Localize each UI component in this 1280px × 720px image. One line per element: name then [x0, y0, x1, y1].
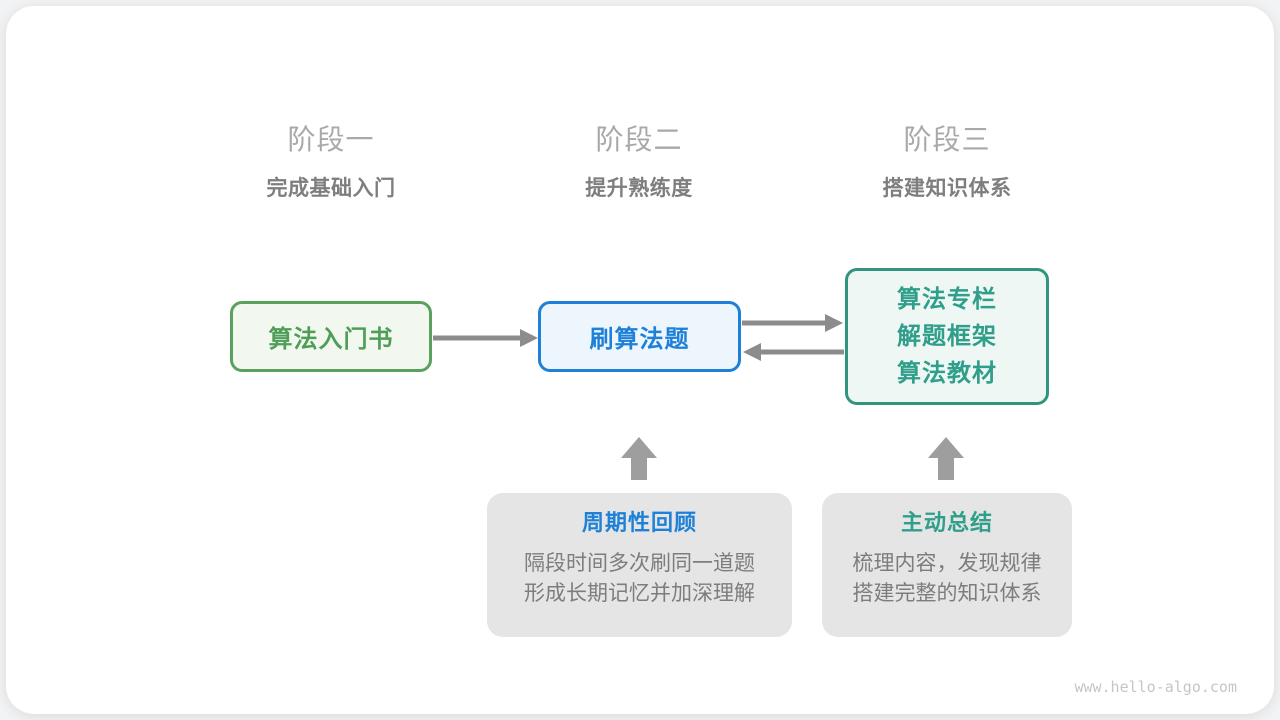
note-active-summary-body-line-2: 搭建完整的知识体系: [852, 582, 1042, 605]
stage3-subtitle: 搭建知识体系: [882, 177, 1012, 200]
node-intro-book: 算法入门书: [230, 301, 432, 372]
stage2-label: 阶段二: [595, 124, 683, 155]
node-resource-line-2: 解题框架: [897, 323, 997, 350]
stage3-label: 阶段三: [903, 124, 991, 155]
note-active-summary-body-line-1: 梳理内容，发现规律: [852, 552, 1042, 575]
stage3-header: 阶段三 搭建知识体系: [787, 124, 1107, 202]
note-periodic-review-title: 周期性回顾: [581, 510, 697, 535]
stage1-subtitle: 完成基础入门: [266, 177, 396, 200]
note-periodic-review-body: 隔段时间多次刷同一道题 形成长期记忆并加深理解: [487, 549, 792, 609]
note-active-summary-body: 梳理内容，发现规律 搭建完整的知识体系: [822, 549, 1072, 609]
stage2-header: 阶段二 提升熟练度: [479, 124, 799, 202]
node-practice-problems-label: 刷算法题: [589, 326, 690, 353]
node-intro-book-label: 算法入门书: [268, 326, 394, 353]
stage1-header: 阶段一 完成基础入门: [171, 124, 491, 202]
stage2-subtitle: 提升熟练度: [585, 177, 693, 200]
node-resource-line-1: 算法专栏: [897, 286, 997, 313]
node-practice-problems: 刷算法题: [538, 301, 741, 372]
watermark: www.hello-algo.com: [1074, 678, 1237, 696]
note-active-summary-title: 主动总结: [900, 510, 993, 535]
note-active-summary: 主动总结 梳理内容，发现规律 搭建完整的知识体系: [822, 493, 1072, 637]
node-resource-line-3: 算法教材: [897, 360, 997, 387]
stage1-label: 阶段一: [287, 124, 375, 155]
node-knowledge-resources: 算法专栏 解题框架 算法教材: [845, 268, 1049, 405]
note-periodic-review-body-line-2: 形成长期记忆并加深理解: [524, 582, 755, 605]
note-periodic-review: 周期性回顾 隔段时间多次刷同一道题 形成长期记忆并加深理解: [487, 493, 792, 637]
note-periodic-review-body-line-1: 隔段时间多次刷同一道题: [524, 552, 755, 575]
